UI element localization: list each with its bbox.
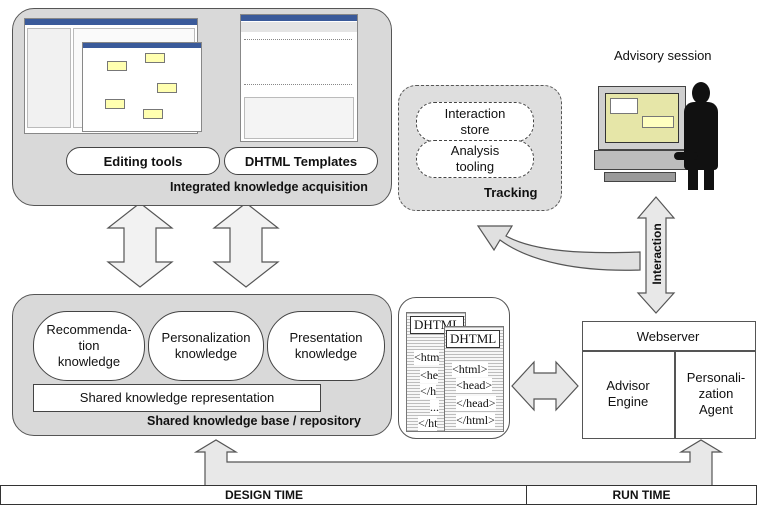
dhtml-doc-back-line: </ht	[418, 416, 438, 431]
computer-monitor-icon	[598, 86, 686, 150]
statechart-screenshot	[82, 42, 202, 132]
dhtml-doc-back-line: <he	[420, 368, 439, 383]
webserver-divider-v	[674, 351, 676, 438]
design-run-connector	[193, 439, 724, 487]
dhtml-doc-front-line: </head>	[456, 396, 496, 411]
dhtml-doc-front-line: </html>	[456, 413, 495, 428]
dhtml-doc-back-line: <htm	[414, 350, 440, 365]
run-time-bar: RUN TIME	[526, 485, 757, 505]
dhtml-doc-front-line: <head>	[456, 378, 493, 393]
interaction-arrow	[636, 196, 676, 314]
double-arrow-right	[212, 202, 280, 288]
acquisition-title: Integrated knowledge acquisition	[170, 180, 368, 194]
webserver-box	[582, 321, 756, 439]
double-arrow-left	[106, 202, 174, 288]
person-icon	[674, 82, 726, 190]
presentation-knowledge-box: Presentation knowledge	[267, 311, 385, 381]
analysis-tooling-box: Analysis tooling	[416, 140, 534, 178]
advisor-engine-label: Advisor Engine	[606, 378, 650, 409]
dhtml-templates-pill: DHTML Templates	[224, 147, 378, 175]
shared-representation-box: Shared knowledge representation	[33, 384, 321, 412]
dhtml-doc-front-line: <html>	[452, 362, 488, 377]
dhtml-doc-back-line: </h	[420, 384, 437, 399]
interaction-store-box: Interaction store	[416, 102, 534, 142]
tracking-feedback-arrow	[476, 225, 641, 271]
keyboard-icon	[604, 172, 676, 182]
dhtml-doc-front-title: DHTML	[446, 330, 501, 348]
webserver-title: Webserver	[636, 329, 700, 344]
recommendation-knowledge-box: Recommenda- tion knowledge	[33, 311, 145, 381]
tracking-title: Tracking	[484, 185, 538, 200]
repository-title: Shared knowledge base / repository	[147, 414, 361, 428]
dhtml-doc-back-line: ...	[430, 400, 439, 415]
editing-tools-pill: Editing tools	[66, 147, 220, 175]
design-time-bar: DESIGN TIME	[0, 485, 528, 505]
interaction-label: Interaction	[650, 223, 664, 285]
webserver-divider-h	[582, 350, 756, 352]
advisory-session-title: Advisory session	[614, 48, 712, 63]
dhtml-webserver-arrow	[511, 360, 579, 412]
personalization-knowledge-box: Personalization knowledge	[148, 311, 264, 381]
template-editor-screenshot	[240, 14, 358, 142]
personalization-agent-label: Personali- zation Agent	[686, 370, 746, 417]
